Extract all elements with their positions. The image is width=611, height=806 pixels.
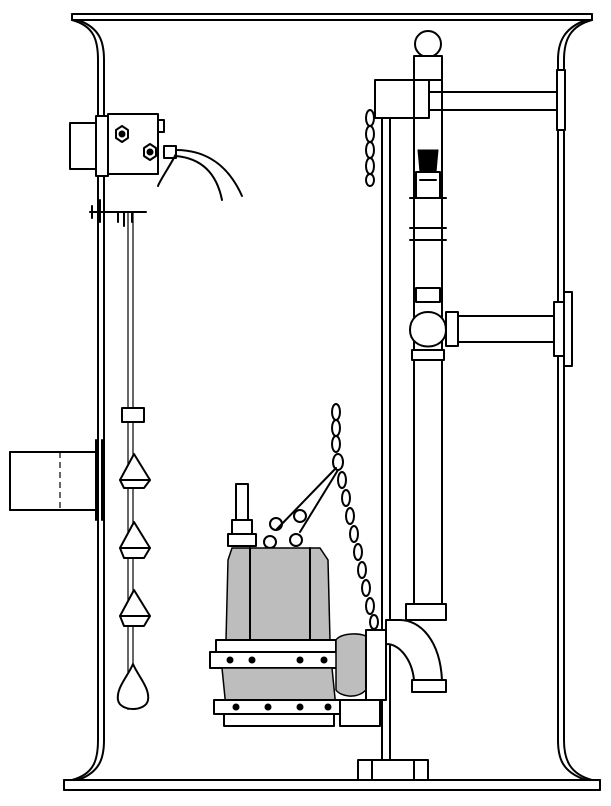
basin-outline (63, 13, 601, 791)
float-switches (116, 212, 151, 710)
float-switch-4 (116, 663, 150, 710)
control-box (69, 113, 243, 227)
upper-chain (365, 109, 375, 187)
outlet-pipe (457, 291, 573, 367)
lifting-chain (263, 403, 379, 630)
pump-discharge-elbow (335, 603, 447, 727)
float-switch-3 (119, 589, 151, 627)
submersible-pump (209, 483, 345, 727)
gate-valve (409, 287, 459, 361)
float-switch-2 (119, 521, 151, 559)
float-switch-1 (119, 453, 151, 489)
check-valve (415, 149, 441, 199)
guide-rail (357, 69, 566, 781)
inlet-pipe (9, 439, 103, 521)
